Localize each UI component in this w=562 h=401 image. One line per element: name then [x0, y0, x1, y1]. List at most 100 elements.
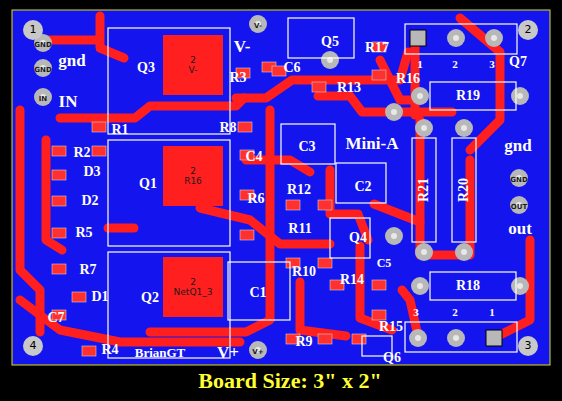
part-label: R6 — [247, 192, 264, 206]
pad-group — [34, 15, 529, 359]
through-hole-pad — [447, 29, 465, 47]
through-hole-pad — [485, 29, 503, 47]
part-label: R8 — [219, 121, 236, 135]
part-label: gnd — [58, 52, 85, 69]
drill-hole — [491, 35, 497, 41]
silkscreen-group — [108, 18, 517, 358]
smd-pad — [82, 346, 96, 356]
transistor-outline — [288, 18, 354, 58]
transistor-outline — [108, 252, 230, 358]
resistor-outline — [430, 272, 516, 300]
pin-number: 3 — [489, 59, 495, 70]
part-label: R5 — [75, 226, 92, 240]
smd-pad — [72, 292, 86, 302]
pin-number: 2 — [452, 307, 458, 318]
through-hole-pad — [385, 103, 403, 121]
transistor-outline — [405, 322, 517, 352]
part-label: R21 — [417, 178, 431, 202]
node-text: NetQ1_3 — [174, 287, 213, 297]
through-hole-pad — [511, 87, 529, 105]
through-hole-pad — [385, 227, 403, 245]
pin-number: 3 — [413, 307, 419, 318]
transistor-outline — [108, 140, 230, 246]
smd-pad — [92, 122, 106, 132]
drill-hole — [461, 249, 467, 255]
part-label: R16 — [396, 72, 420, 86]
drill-hole — [517, 93, 523, 99]
resistor-outline — [452, 138, 476, 242]
pad-name: IN — [39, 96, 47, 103]
pad-name: GND — [34, 67, 51, 74]
smd-pad — [92, 146, 106, 156]
drill-hole — [421, 249, 427, 255]
part-label: C5 — [377, 257, 392, 269]
pad-name: GND — [510, 177, 527, 184]
through-hole-pad — [34, 59, 52, 77]
copper-pour — [12, 10, 550, 365]
part-label: R18 — [456, 279, 480, 293]
copper-trace — [360, 246, 392, 330]
part-label: Mini-A — [346, 135, 399, 152]
drill-hole — [391, 109, 397, 115]
part-label: C3 — [298, 140, 315, 154]
part-label: out — [508, 220, 532, 237]
part-label: C2 — [354, 180, 371, 194]
part-label: R15 — [379, 320, 403, 334]
through-hole-pad — [510, 169, 528, 187]
transistor-outline — [405, 24, 517, 54]
node-text: 4 — [30, 340, 37, 353]
part-label: Q1 — [139, 177, 157, 191]
drill-hole — [453, 335, 459, 341]
part-label: C7 — [47, 311, 64, 325]
part-label: R7 — [79, 263, 96, 277]
smd-pad — [240, 230, 254, 240]
smd-pad — [318, 258, 332, 268]
through-hole-pad — [415, 119, 433, 137]
part-label: R19 — [456, 89, 480, 103]
smd-pad — [318, 334, 332, 344]
part-label: V- — [234, 38, 251, 55]
copper-trace — [60, 98, 244, 118]
copper-trace — [46, 36, 96, 45]
pad-label: 2R16 — [163, 146, 223, 206]
node-text: 2 — [190, 166, 196, 176]
part-label: IN — [59, 93, 78, 110]
pad-name: OUT — [511, 204, 527, 211]
smd-pad — [318, 200, 332, 210]
copper-trace — [374, 204, 420, 222]
part-label: R1 — [111, 123, 128, 137]
part-label: C4 — [245, 150, 262, 164]
part-label: R14 — [340, 273, 364, 287]
drill-hole — [417, 283, 423, 289]
resistor-outline — [430, 82, 516, 110]
square-pad — [486, 330, 502, 346]
through-hole-pad — [249, 15, 267, 33]
trace-group — [20, 16, 530, 342]
pad-name: V+ — [252, 349, 263, 356]
transistor-outline — [330, 218, 370, 258]
through-hole-pad — [409, 329, 427, 347]
copper-trace — [108, 224, 134, 233]
part-label: BrianGT — [135, 346, 186, 359]
part-label: R10 — [292, 265, 316, 279]
heat-pad — [163, 257, 223, 317]
copper-trace — [100, 16, 124, 58]
pad-name: V- — [254, 23, 262, 30]
through-hole-pad — [455, 243, 473, 261]
capacitor-outline — [228, 262, 290, 320]
part-label: R4 — [101, 343, 118, 357]
through-hole-pad — [249, 341, 267, 359]
part-label: R3 — [229, 71, 246, 85]
smd-pad — [372, 70, 386, 80]
part-label: Q6 — [383, 351, 401, 365]
through-hole-pad — [447, 329, 465, 347]
heat-pad — [163, 146, 223, 206]
pin-number: 1 — [417, 59, 423, 70]
through-hole-pad — [511, 277, 529, 295]
part-label: D2 — [81, 194, 98, 208]
smd-pad — [52, 228, 66, 238]
through-hole-pad — [510, 196, 528, 214]
copper-trace — [200, 208, 330, 244]
